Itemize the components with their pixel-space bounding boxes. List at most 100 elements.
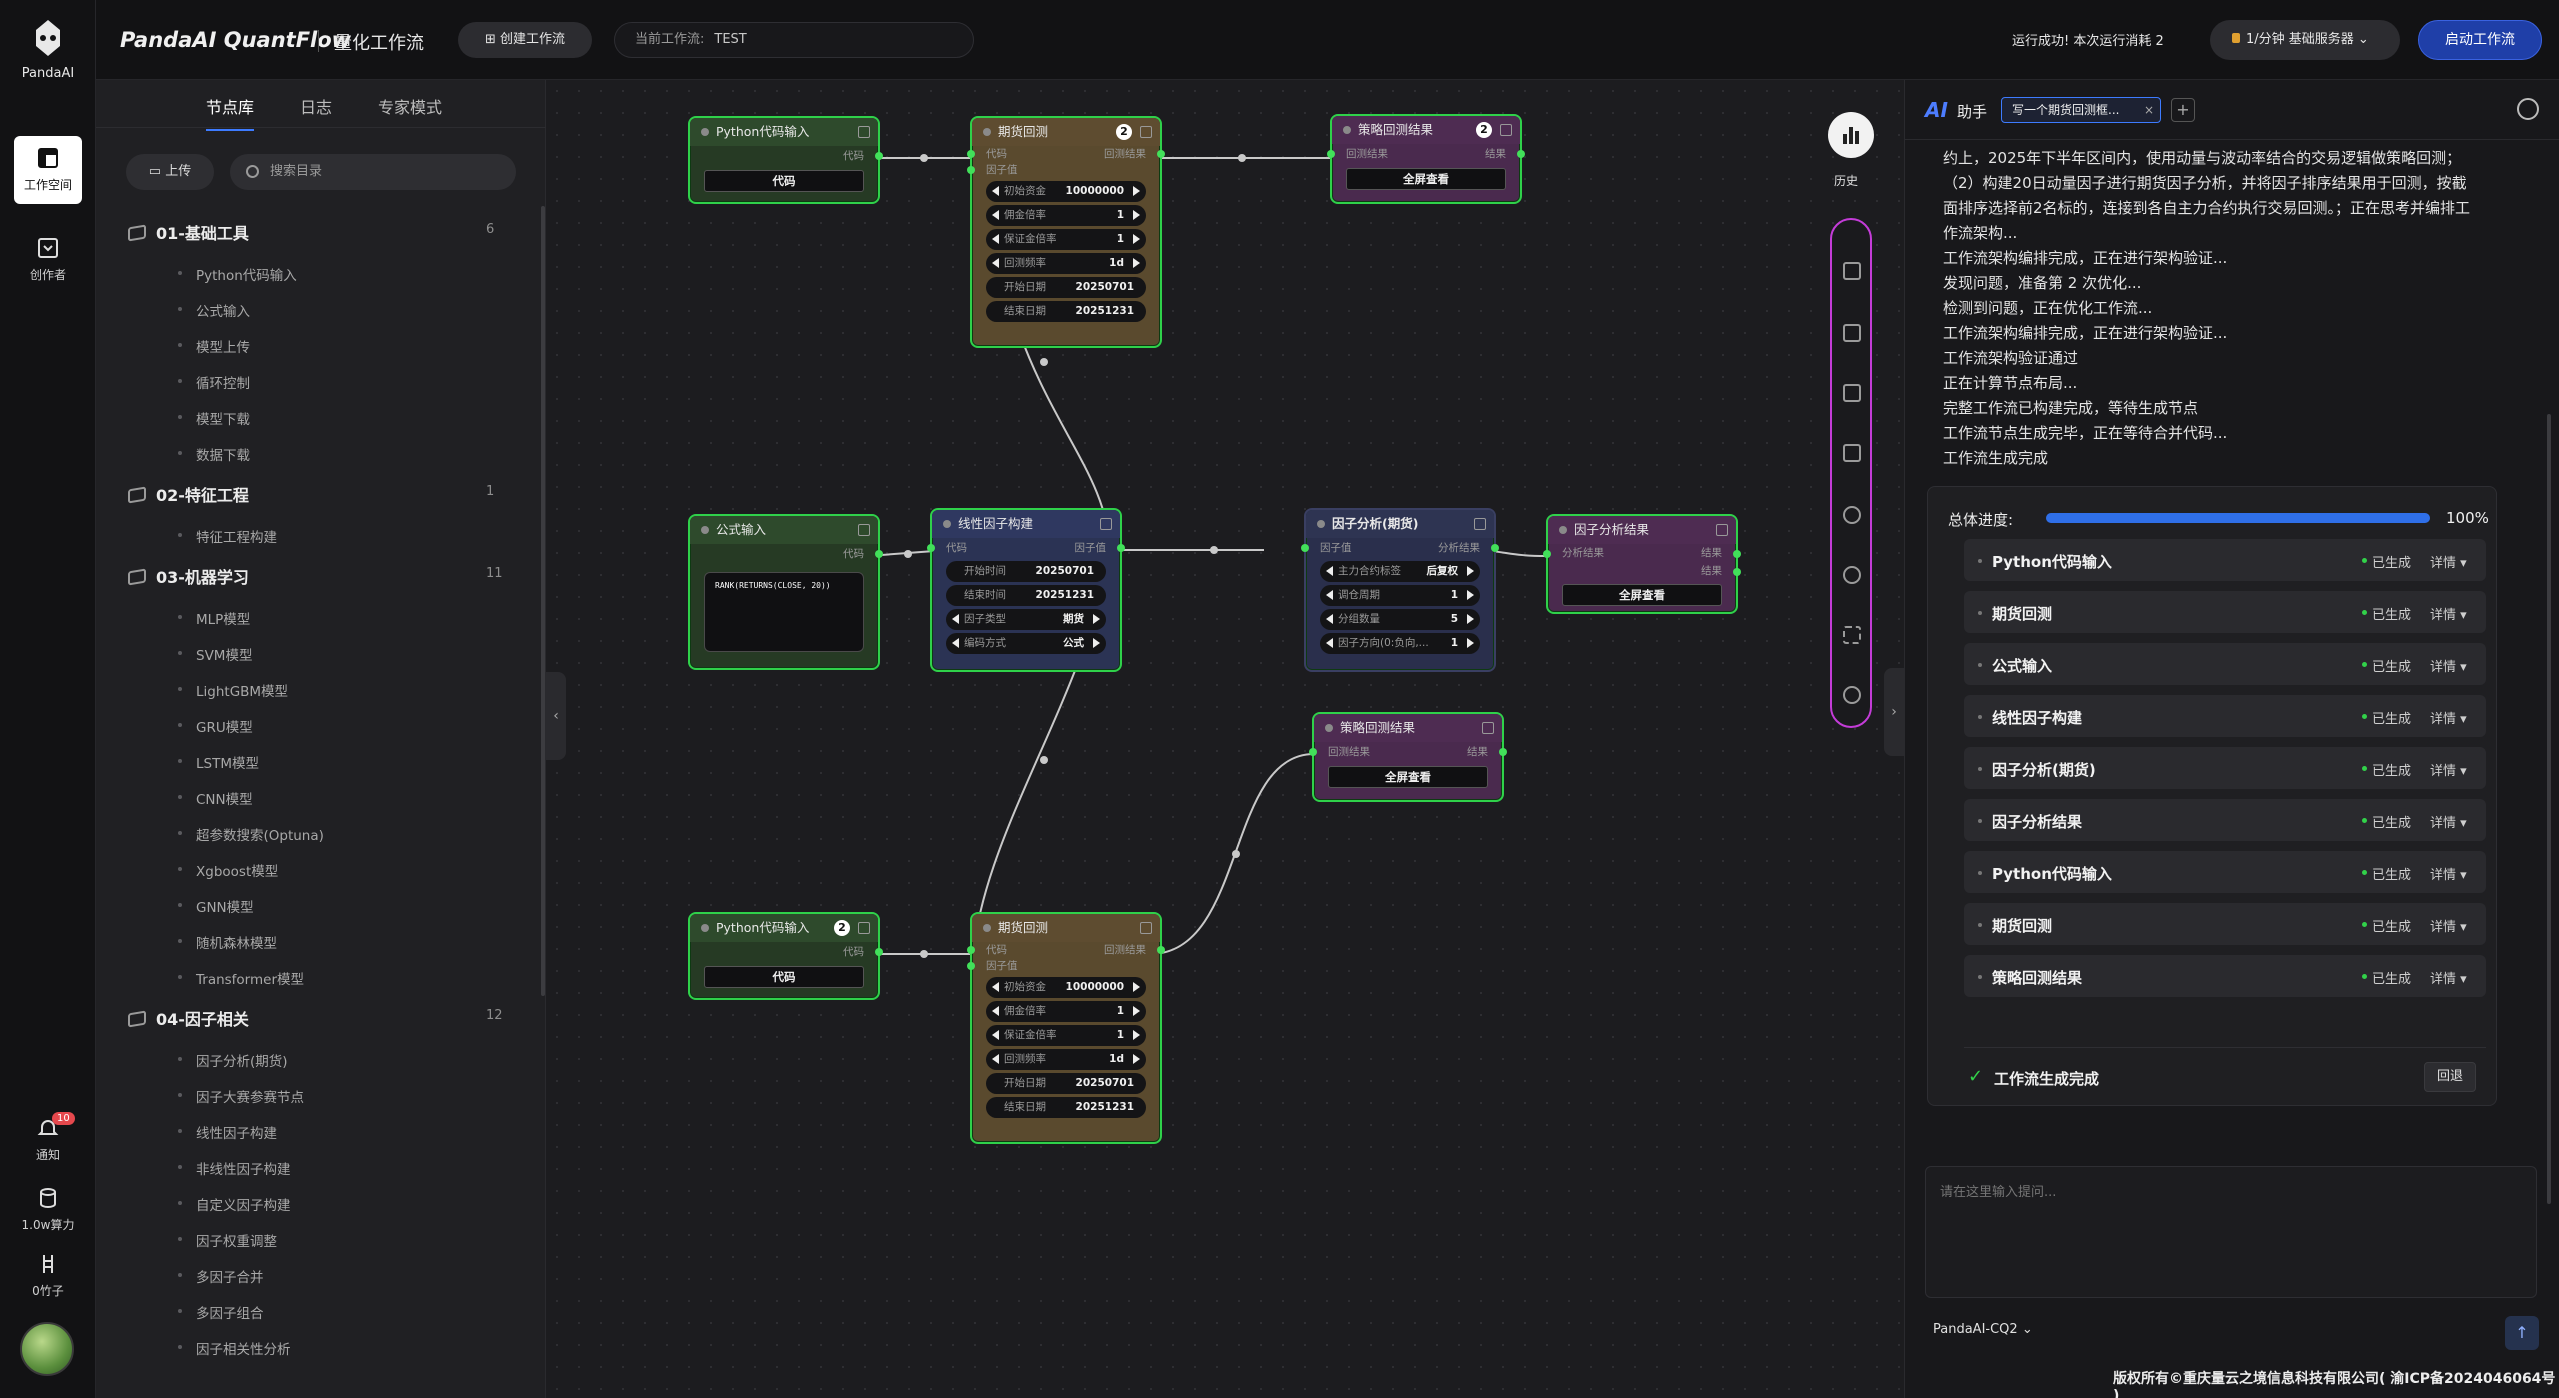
step-detail-toggle[interactable]: 详情 ▾ <box>2430 660 2467 675</box>
save-icon[interactable] <box>1843 262 1861 280</box>
library-item-model-download[interactable]: 模型下载 <box>178 408 250 428</box>
edit-icon[interactable] <box>858 524 870 536</box>
arrow-right-icon[interactable] <box>1467 590 1474 600</box>
library-item-lightgbm[interactable]: LightGBM模型 <box>177 680 288 700</box>
arrow-left-icon[interactable] <box>992 210 999 220</box>
code-button[interactable]: 代码 <box>704 966 864 988</box>
step-row[interactable]: 期货回测已生成详情 ▾ <box>1964 903 2486 945</box>
category-feature-engineering[interactable]: 02-特征工程 <box>128 482 249 506</box>
library-item-random-forest[interactable]: 随机森林模型 <box>178 932 277 952</box>
formula-editor[interactable]: RANK(RETURNS(CLOSE, 20)) <box>704 572 864 652</box>
output-port[interactable] <box>1157 150 1165 158</box>
output-port[interactable] <box>1491 544 1499 552</box>
input-port[interactable] <box>1309 748 1317 756</box>
tab-expert-mode[interactable]: 专家模式 <box>378 98 443 117</box>
arrow-right-icon[interactable] <box>1467 566 1474 576</box>
output-port[interactable] <box>1157 946 1165 954</box>
input-port[interactable] <box>927 544 935 552</box>
library-item-factor-weight[interactable]: 因子权重调整 <box>178 1230 277 1250</box>
edit-icon[interactable] <box>1140 922 1152 934</box>
output-port[interactable] <box>1499 748 1507 756</box>
tab-log[interactable]: 日志 <box>300 98 333 117</box>
edit-icon[interactable] <box>1100 518 1112 530</box>
tab-node-library[interactable]: 节点库 <box>206 94 255 131</box>
step-row[interactable]: 因子分析(期货)已生成详情 ▾ <box>1964 747 2486 789</box>
edit-icon[interactable] <box>1474 518 1486 530</box>
arrow-right-icon[interactable] <box>1467 638 1474 648</box>
library-item-linear-factor[interactable]: 线性因子构建 <box>178 1122 277 1142</box>
step-detail-toggle[interactable]: 详情 ▾ <box>2430 712 2467 727</box>
step-row[interactable]: 公式输入已生成详情 ▾ <box>1964 643 2486 685</box>
collapse-library-handle[interactable]: ‹ <box>546 672 566 760</box>
arrow-left-icon[interactable] <box>952 614 959 624</box>
library-item-gru[interactable]: GRU模型 <box>178 716 253 736</box>
input-port[interactable] <box>1327 150 1335 158</box>
rollback-button[interactable]: 回退 <box>2424 1062 2476 1092</box>
output-port[interactable] <box>1117 544 1125 552</box>
step-row[interactable]: Python代码输入已生成详情 ▾ <box>1964 539 2486 581</box>
library-item-transformer[interactable]: Transformer模型 <box>177 968 304 988</box>
edit-icon[interactable] <box>1482 722 1494 734</box>
library-item-model-upload[interactable]: 模型上传 <box>178 336 250 356</box>
arrow-right-icon[interactable] <box>1133 1054 1140 1064</box>
node-formula-input[interactable]: 公式输入 代码 RANK(RETURNS(CLOSE, 20)) <box>688 514 883 670</box>
create-workflow-button[interactable]: ⊞ 创建工作流 <box>458 22 592 58</box>
library-item-multi-factor-combo[interactable]: 多因子组合 <box>178 1302 264 1322</box>
category-machine-learning[interactable]: 03-机器学习 <box>128 564 249 588</box>
refresh-icon[interactable] <box>1843 686 1861 704</box>
stepper-main-contract[interactable]: 主力合约标签后复权 <box>1320 561 1480 582</box>
arrow-left-icon[interactable] <box>1326 566 1333 576</box>
library-item-loop-control[interactable]: 循环控制 <box>178 372 250 392</box>
arrow-left-icon[interactable] <box>1326 638 1333 648</box>
input-port[interactable] <box>967 166 975 174</box>
node-factor-analysis-result[interactable]: 因子分析结果 分析结果结果 结果 全屏查看 <box>1543 514 1741 614</box>
edit-icon[interactable] <box>1500 124 1512 136</box>
model-select[interactable]: PandaAI-CQ2 ⌄ <box>1933 1322 2033 1337</box>
library-item-python-input[interactable]: Python代码输入 <box>178 264 297 284</box>
rail-creator-button[interactable]: 创作者 <box>14 236 82 283</box>
edit-icon[interactable] <box>858 126 870 138</box>
catalog-search-input[interactable]: 搜索目录 <box>230 154 516 190</box>
arrow-right-icon[interactable] <box>1133 210 1140 220</box>
output-port[interactable] <box>875 948 883 956</box>
zoom-out-icon[interactable] <box>1843 566 1861 584</box>
user-avatar[interactable] <box>20 1322 74 1376</box>
library-item-feature-build[interactable]: 特征工程构建 <box>178 526 277 546</box>
library-scrollbar[interactable] <box>541 206 545 996</box>
arrow-right-icon[interactable] <box>1133 258 1140 268</box>
zoom-in-icon[interactable] <box>1843 506 1861 524</box>
move-icon[interactable] <box>1843 626 1861 644</box>
fullscreen-view-button[interactable]: 全屏查看 <box>1562 584 1722 606</box>
step-row[interactable]: 期货回测已生成详情 ▾ <box>1964 591 2486 633</box>
category-basic-tools[interactable]: 01-基础工具 <box>128 220 249 244</box>
output-port[interactable] <box>875 152 883 160</box>
fullscreen-view-button[interactable]: 全屏查看 <box>1328 766 1488 788</box>
step-detail-toggle[interactable]: 详情 ▾ <box>2430 972 2467 987</box>
step-row[interactable]: 线性因子构建已生成详情 ▾ <box>1964 695 2486 737</box>
output-port[interactable] <box>1517 150 1525 158</box>
step-detail-toggle[interactable]: 详情 ▾ <box>2430 868 2467 883</box>
arrow-left-icon[interactable] <box>992 186 999 196</box>
step-detail-toggle[interactable]: 详情 ▾ <box>2430 920 2467 935</box>
server-plan-select[interactable]: 1/分钟 基础服务器 ⌄ <box>2210 20 2400 60</box>
output-port[interactable] <box>1733 568 1741 576</box>
step-detail-toggle[interactable]: 详情 ▾ <box>2430 556 2467 571</box>
output-port[interactable] <box>875 550 883 558</box>
rail-workspace-button[interactable]: 工作空间 <box>14 136 82 204</box>
edit-icon[interactable] <box>858 922 870 934</box>
arrow-left-icon[interactable] <box>992 1030 999 1040</box>
arrow-right-icon[interactable] <box>1093 638 1100 648</box>
